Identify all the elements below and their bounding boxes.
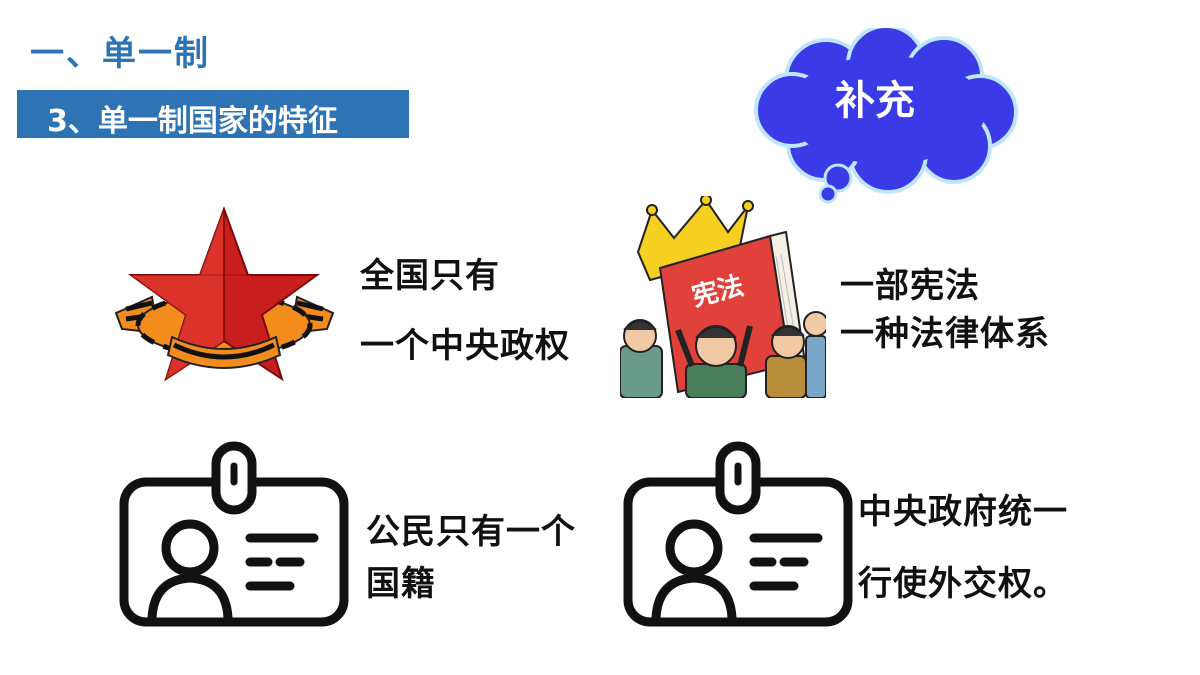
feature-4-line-2: 行使外交权。 — [858, 564, 1068, 604]
feature-3-line-2: 国籍 — [366, 564, 436, 604]
subtitle-banner: 3、单一制国家的特征 — [17, 90, 409, 139]
feature-2-line-2: 一种法律体系 — [840, 314, 1050, 354]
feature-1-line-2: 一个中央政权 — [360, 326, 570, 366]
feature-1-line-1: 全国只有 — [360, 256, 500, 296]
callout-label: 补充 — [835, 78, 915, 124]
constitution-book-icon: 宪法 — [620, 196, 826, 398]
subtitle-text: 3、单一制国家的特征 — [47, 104, 338, 139]
id-card-icon — [623, 441, 853, 627]
feature-3-line-1: 公民只有一个 — [366, 512, 576, 552]
section-title: 一、单一制 — [30, 34, 210, 74]
id-card-icon — [119, 441, 349, 627]
feature-4-line-1: 中央政府统一 — [858, 492, 1068, 532]
callout-cloud-icon — [754, 28, 1018, 204]
red-star-ribbon-icon — [114, 206, 335, 382]
feature-2-line-1: 一部宪法 — [840, 266, 980, 306]
